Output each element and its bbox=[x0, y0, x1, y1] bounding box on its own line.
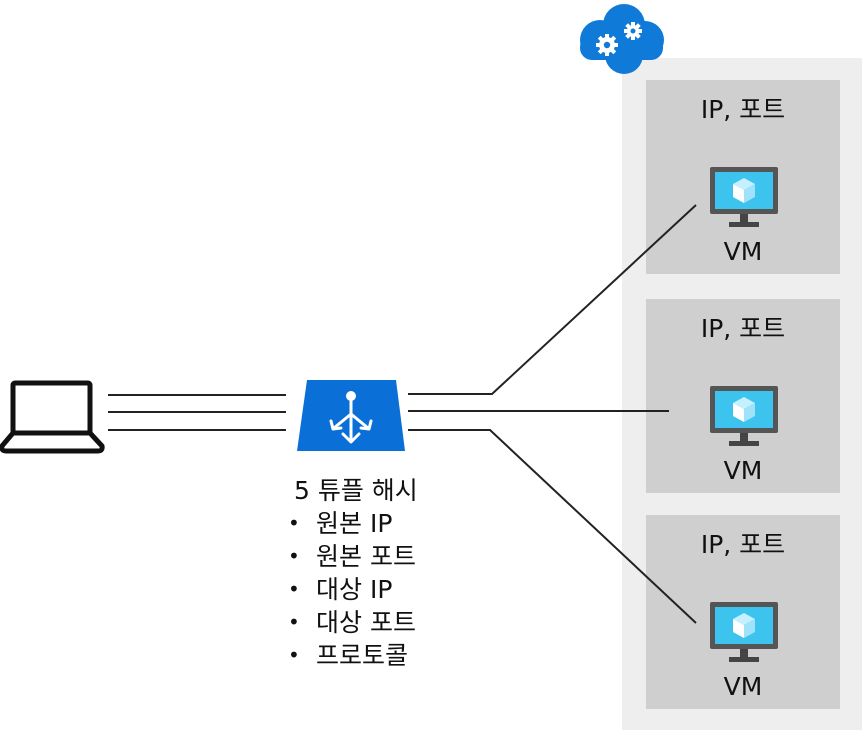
load-balancer-icon bbox=[297, 380, 405, 451]
vm-label: VM bbox=[723, 456, 763, 485]
hash-title: 5 튜플 해시 bbox=[294, 476, 418, 505]
vm-box-3: IP, 포트 VM bbox=[646, 515, 840, 709]
vm-endpoint-label: IP, 포트 bbox=[700, 314, 786, 343]
vm-monitor-icon bbox=[710, 386, 778, 446]
hash-fields-list: 원본 IP 원본 포트 대상 IP 대상 포트 프로토콜 bbox=[288, 507, 418, 672]
five-tuple-hash-block: 5 튜플 해시 원본 IP 원본 포트 대상 IP 대상 포트 프로토콜 bbox=[288, 474, 418, 672]
client-connection-lines bbox=[108, 394, 286, 431]
vm-endpoint-label: IP, 포트 bbox=[700, 95, 786, 124]
hash-field-item: 대상 IP bbox=[288, 573, 418, 606]
hash-field-item: 원본 포트 bbox=[288, 540, 418, 573]
vm-endpoint-label: IP, 포트 bbox=[700, 530, 786, 559]
hash-field-item: 대상 포트 bbox=[288, 606, 418, 639]
vm-label: VM bbox=[723, 237, 763, 266]
laptop-icon bbox=[0, 380, 105, 454]
connection-line-vm-3 bbox=[408, 429, 697, 624]
vm-label: VM bbox=[723, 672, 763, 701]
vm-box-1: IP, 포트 VM bbox=[646, 80, 840, 274]
hash-field-item: 프로토콜 bbox=[288, 639, 418, 672]
vm-monitor-icon bbox=[710, 602, 778, 662]
vm-monitor-icon bbox=[710, 167, 778, 227]
cloud-gear-icon bbox=[580, 4, 664, 74]
connection-line-vm-1 bbox=[408, 204, 697, 395]
hash-field-item: 원본 IP bbox=[288, 507, 418, 540]
vm-box-2: IP, 포트 VM bbox=[646, 299, 840, 493]
